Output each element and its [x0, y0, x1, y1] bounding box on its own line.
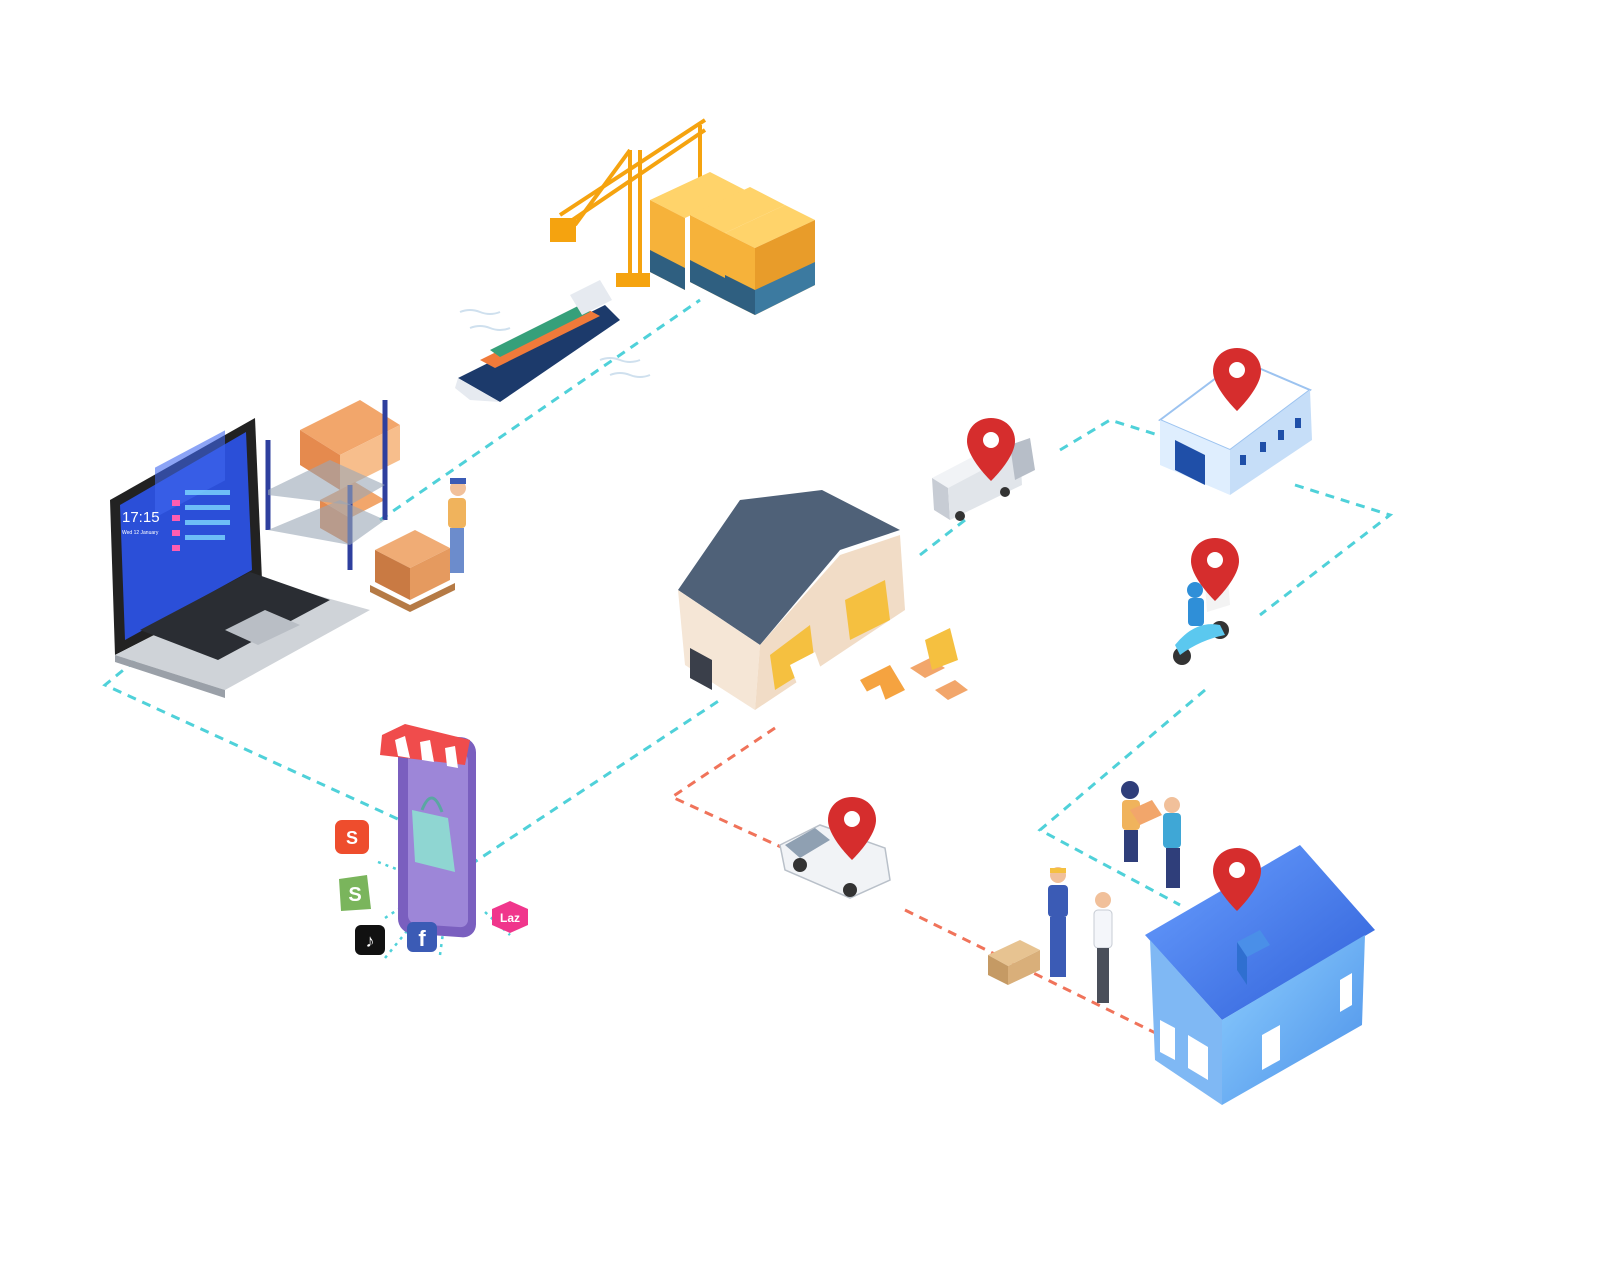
svg-text:Laz: Laz [500, 911, 520, 925]
route-warehouse-van [668, 726, 806, 860]
laptop-clock-date: Wed 12 January [122, 530, 159, 536]
courier-handoff-figures [1121, 781, 1181, 888]
phone-storefront-icon [380, 724, 476, 938]
svg-text:S: S [348, 884, 361, 906]
crane-icon [550, 118, 707, 287]
marketplace-badge-shopee[interactable]: S [335, 820, 369, 854]
laptop-illustration: 17:15 Wed 12 January [110, 418, 370, 698]
laptop-clock-time: 17:15 [122, 509, 160, 526]
container-icon [650, 172, 815, 315]
svg-text:♪: ♪ [366, 931, 375, 951]
route-phone-warehouse [469, 698, 721, 867]
marketplace-badge-shopify[interactable]: S [339, 875, 371, 911]
pallet-boxes-illustration [370, 530, 455, 612]
svg-text:f: f [418, 926, 426, 951]
warehouse-worker-figure [448, 478, 466, 573]
route-warehouse-truck [919, 518, 966, 557]
cargo-ship-icon [455, 280, 651, 402]
house-icon [1145, 845, 1375, 1105]
storage-shelf-illustration [265, 400, 400, 570]
shopping-bag-icon [412, 810, 455, 872]
svg-text:S: S [346, 828, 358, 848]
marketplace-badge-tiktok[interactable]: ♪ [355, 925, 385, 955]
route-depot-scooter [1259, 483, 1394, 617]
route-scooter-home [1037, 688, 1206, 907]
marketplace-badge-lazada[interactable]: Laz [492, 901, 528, 933]
route-van-home [904, 908, 1181, 1047]
delivery-staff-figures [988, 867, 1113, 1003]
warehouse-icon [678, 490, 968, 725]
marketplace-badge-facebook[interactable]: f [407, 922, 437, 952]
route-laptop-port [379, 298, 701, 522]
